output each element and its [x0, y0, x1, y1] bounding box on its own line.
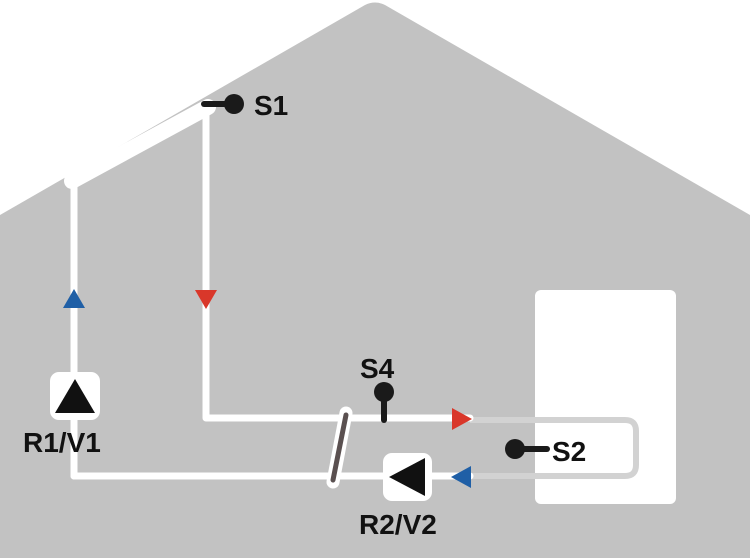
hot-flow-arrow-down: [195, 290, 217, 309]
label-pump2: R2/V2: [359, 509, 437, 540]
label-s2: S2: [552, 436, 586, 467]
cold-flow-arrow-left: [451, 466, 471, 488]
heat-exchanger-core: [330, 412, 349, 483]
tank-coil-loop: [470, 417, 639, 479]
label-s4: S4: [360, 353, 395, 384]
label-pump1: R1/V1: [23, 427, 101, 458]
storage-tank: [535, 290, 676, 504]
solar-collector: [64, 99, 216, 189]
sensor-s1-icon: [224, 94, 244, 114]
hot-flow-arrow-right: [452, 408, 472, 430]
cold-flow-arrow-up: [63, 289, 85, 308]
pump-icon: [55, 379, 95, 413]
label-s1: S1: [254, 90, 288, 121]
pump-icon: [389, 458, 425, 496]
